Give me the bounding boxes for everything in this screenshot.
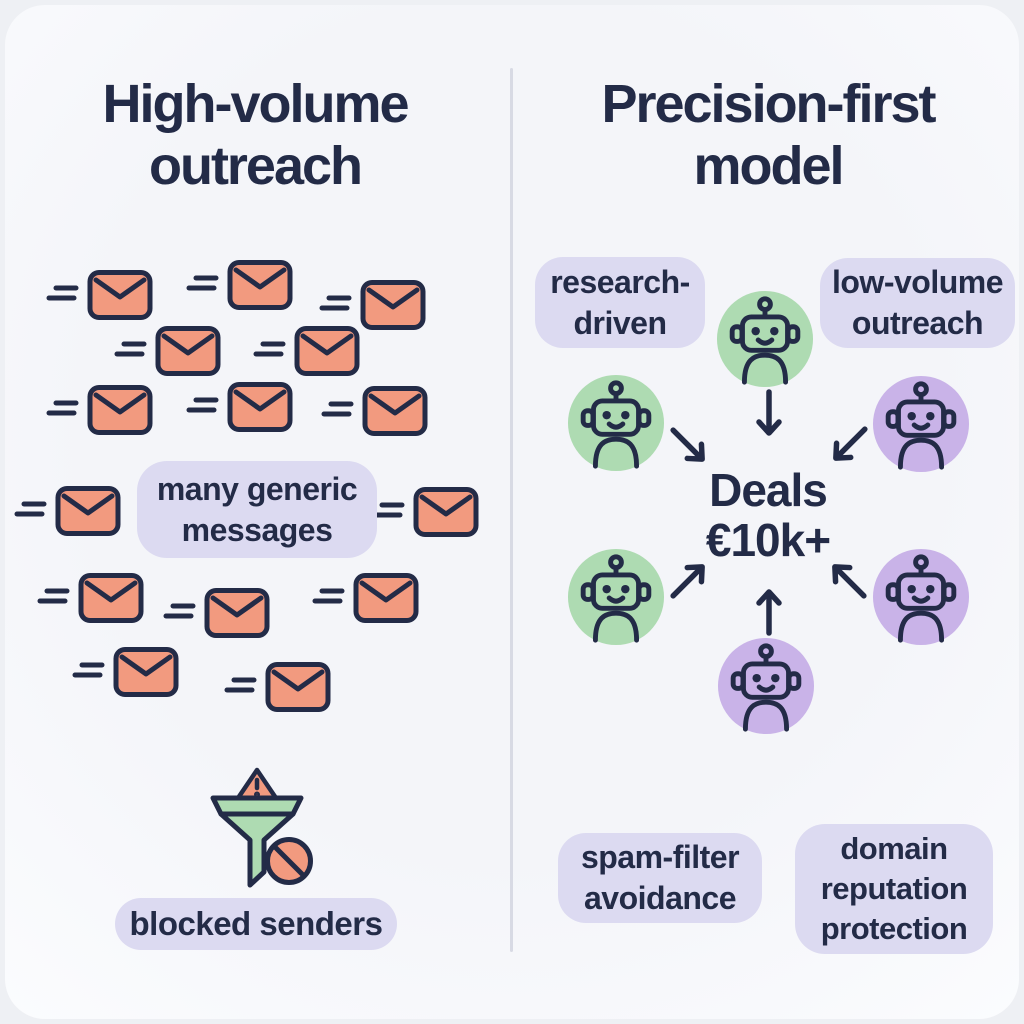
arrow-icon (810, 404, 889, 483)
robot-icon-green (567, 374, 665, 472)
column-divider (510, 68, 513, 952)
pill-domain-reputation-protection: domain reputation protection (795, 824, 993, 954)
arrow-icon (648, 541, 727, 620)
envelope-icon (316, 280, 428, 330)
envelope-icon (318, 386, 430, 436)
envelope-icon (183, 260, 295, 310)
envelope-icon (309, 573, 421, 623)
funnel-filter-icon (205, 760, 315, 892)
left-title: High-volume outreach (102, 74, 409, 196)
pill-research-driven: research- driven (535, 257, 705, 348)
arrow-icon (741, 584, 797, 640)
pill-many-generic-messages: many generic messages (137, 461, 377, 558)
envelope-icon (34, 573, 146, 623)
envelope-icon (43, 270, 155, 320)
robot-icon-purple (717, 637, 815, 735)
envelope-icon (160, 588, 272, 638)
robot-icon-green (716, 290, 814, 388)
pill-low-volume-outreach: low-volume outreach (820, 258, 1015, 348)
right-title: Precision-first model (601, 74, 936, 196)
pill-spam-filter-avoidance: spam-filter avoidance (558, 833, 762, 923)
envelope-icon (11, 486, 123, 536)
envelope-icon (183, 382, 295, 432)
envelope-icon (69, 647, 181, 697)
robot-icon-purple (872, 375, 970, 473)
envelope-icon (369, 487, 481, 537)
pill-blocked-senders: blocked senders (115, 898, 397, 950)
arrow-icon (809, 541, 888, 620)
robot-icon-purple (872, 548, 970, 646)
envelope-icon (221, 662, 333, 712)
envelope-icon (43, 385, 155, 435)
envelope-icon (250, 326, 362, 376)
robot-icon-green (567, 548, 665, 646)
arrow-icon (741, 385, 797, 441)
arrow-icon (648, 405, 727, 484)
envelope-icon (111, 326, 223, 376)
deals-value-label: Deals €10k+ (705, 464, 831, 566)
